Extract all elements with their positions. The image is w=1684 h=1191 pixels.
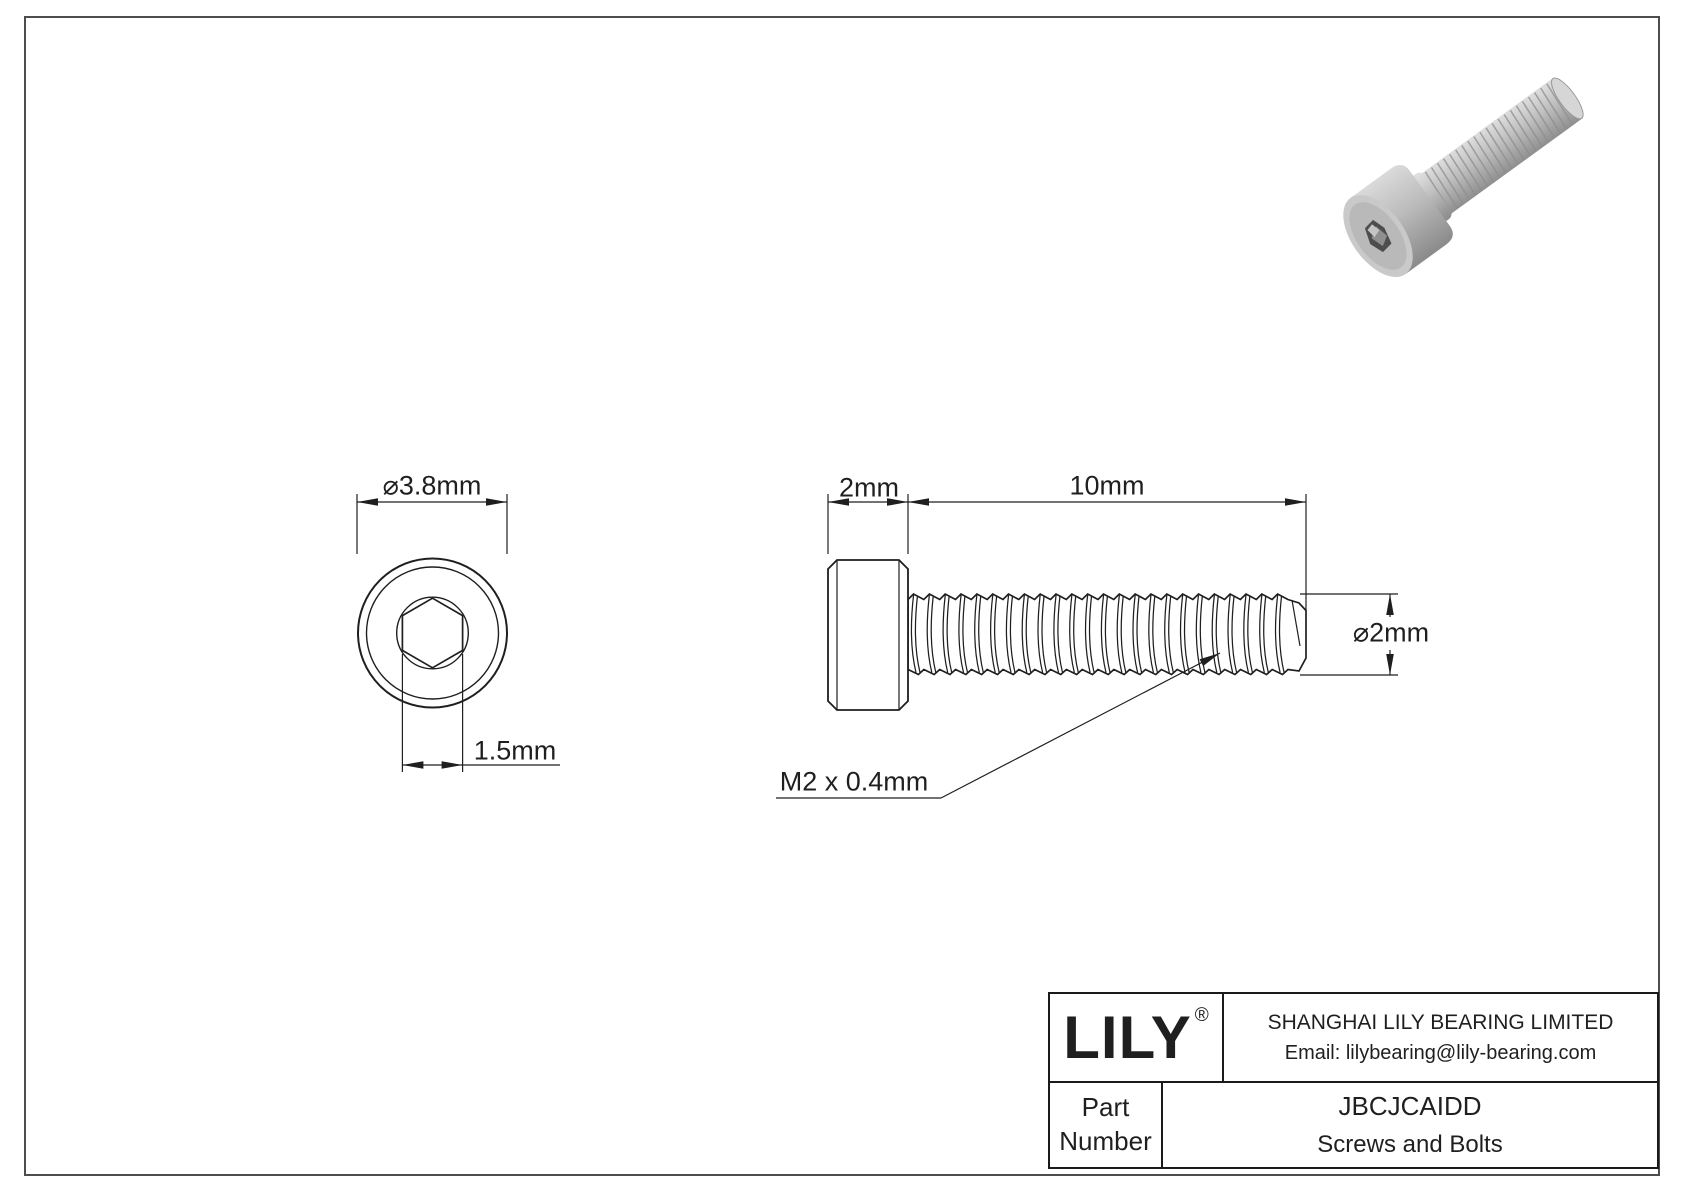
part-number-cell: JBCJCAIDD Screws and Bolts xyxy=(1163,1083,1657,1167)
iso-thread-stripe xyxy=(1497,118,1525,161)
iso-thread-stripe xyxy=(1455,149,1483,191)
side-view xyxy=(776,494,1398,799)
iso-shaft xyxy=(1397,78,1583,232)
iso-thread-stripe xyxy=(1461,145,1489,187)
front-head-outer-circle xyxy=(357,557,508,709)
thread-flanks xyxy=(910,595,1285,673)
iso-view-screw xyxy=(1343,77,1584,277)
arrowhead xyxy=(486,498,507,506)
front-head-chamfer-circle xyxy=(365,566,500,700)
thread-runout-line xyxy=(1291,599,1301,647)
iso-head-cylinder xyxy=(1350,165,1453,275)
iso-thread-stripe xyxy=(1467,140,1495,183)
logo-cell: LILY ® xyxy=(1050,994,1224,1081)
arrowhead xyxy=(828,498,849,506)
dim-label-head-height: 2mm xyxy=(839,472,899,503)
company-name: SHANGHAI LILY BEARING LIMITED xyxy=(1267,1010,1614,1034)
company-cell: SHANGHAI LILY BEARING LIMITED Email: lil… xyxy=(1224,994,1657,1081)
company-email: Email: lilybearing@lily-bearing.com xyxy=(1284,1041,1597,1064)
arrowhead xyxy=(908,498,929,506)
arrowhead xyxy=(1386,654,1394,675)
title-block-top-row: LILY ® SHANGHAI LILY BEARING LIMITED Ema… xyxy=(1050,994,1657,1083)
arrowhead xyxy=(357,498,378,506)
iso-thread-stripe xyxy=(1533,92,1562,134)
iso-thread-stripe xyxy=(1515,105,1543,147)
iso-thread-stripe xyxy=(1546,83,1574,125)
dimension-arrowheads xyxy=(357,498,1394,769)
front-view xyxy=(356,494,560,772)
arrowhead xyxy=(887,498,908,506)
registered-trademark-mark: ® xyxy=(1194,1004,1209,1026)
iso-thread-stripe xyxy=(1521,100,1549,143)
arrowhead xyxy=(441,761,463,769)
iso-thread-stripe xyxy=(1442,158,1471,200)
iso-thread-stripe xyxy=(1449,153,1477,196)
part-category: Screws and Bolts xyxy=(1317,1131,1503,1158)
iso-thread-stripe xyxy=(1485,127,1513,169)
dim-label-head-diameter: ⌀3.8mm xyxy=(382,470,482,501)
dim-label-thread-spec: M2 x 0.4mm xyxy=(779,766,929,797)
iso-thread-stripe xyxy=(1527,96,1555,138)
iso-neck xyxy=(1411,172,1452,222)
dim-label-socket-size: 1.5mm xyxy=(473,735,557,766)
side-head-outline xyxy=(827,559,909,711)
title-block-bottom-row: Part Number JBCJCAIDD Screws and Bolts xyxy=(1050,1083,1657,1167)
title-block: LILY ® SHANGHAI LILY BEARING LIMITED Ema… xyxy=(1048,992,1659,1169)
arrowhead xyxy=(1285,498,1306,506)
front-hex-socket xyxy=(401,597,464,669)
leader-line xyxy=(940,652,1221,799)
iso-thread-stripe xyxy=(1430,167,1458,209)
dim-label-thread-length: 10mm xyxy=(1069,470,1145,501)
dim-label-thread-diameter: ⌀2mm xyxy=(1352,617,1430,648)
iso-thread-stripe xyxy=(1503,114,1531,156)
part-number-value: JBCJCAIDD xyxy=(1338,1091,1482,1121)
arrowhead xyxy=(1199,653,1220,667)
iso-thread-stripe xyxy=(1540,87,1568,130)
iso-thread-stripe xyxy=(1473,136,1501,178)
front-socket-circle xyxy=(396,596,470,670)
iso-thread-stripe xyxy=(1509,109,1537,152)
iso-shaft-tip xyxy=(1551,77,1584,120)
iso-thread-stripe xyxy=(1479,131,1507,174)
iso-hex-socket-highlight xyxy=(1367,224,1380,238)
iso-thread-stripe xyxy=(1491,123,1519,165)
arrowhead xyxy=(1386,594,1394,615)
part-number-label: Part Number xyxy=(1050,1083,1163,1167)
drawing-frame xyxy=(24,16,1660,1176)
arrowhead xyxy=(402,761,424,769)
iso-thread-stripe xyxy=(1436,162,1464,205)
company-logo: LILY xyxy=(1063,1003,1192,1071)
